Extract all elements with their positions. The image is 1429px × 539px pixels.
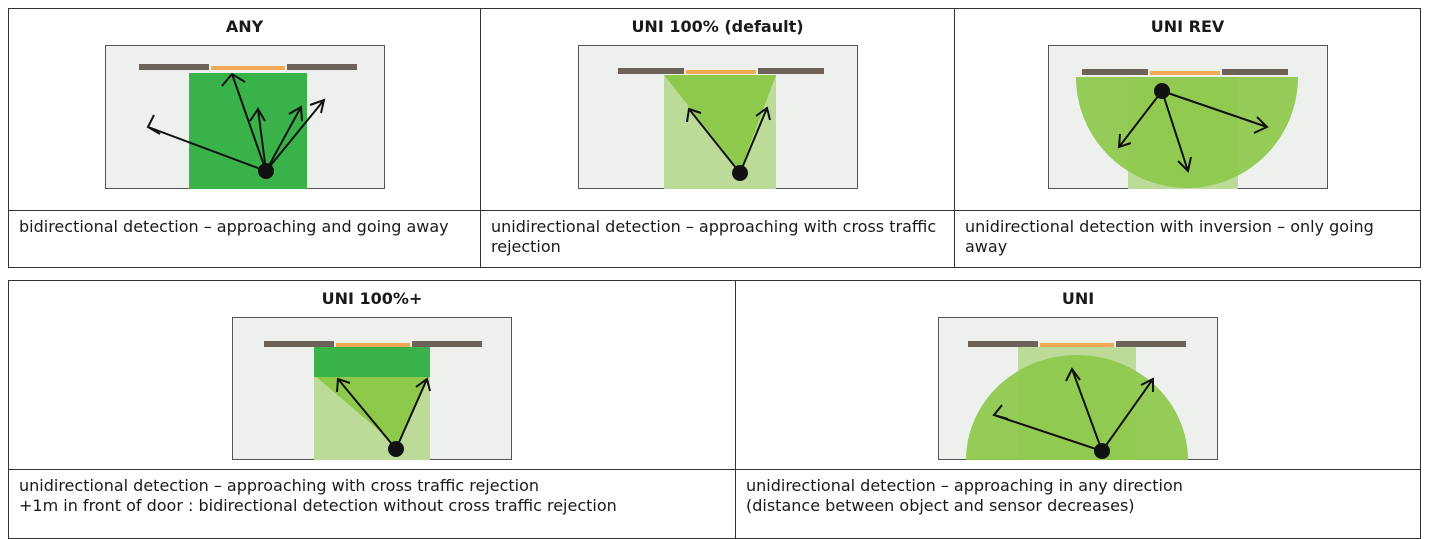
person-marker — [257, 163, 274, 179]
arrow — [264, 98, 325, 172]
detection-diagram-any — [104, 45, 385, 189]
arrow — [992, 404, 1103, 452]
semicircle-field — [1075, 77, 1298, 188]
panel-description: unidirectional detection – approaching i… — [736, 469, 1420, 538]
panel-description: unidirectional detection – approaching w… — [9, 469, 735, 538]
diagram-container — [481, 45, 954, 210]
cone-field — [314, 375, 430, 445]
panel-description: bidirectional detection – approaching an… — [9, 210, 480, 267]
wall-right — [286, 64, 357, 70]
description-line: unidirectional detection – approaching i… — [746, 476, 1183, 495]
person-marker — [1094, 443, 1110, 459]
person-marker — [1153, 83, 1170, 99]
arrow — [1065, 367, 1103, 452]
description-line: +1m in front of door : bidirectional det… — [19, 496, 617, 515]
diagram-container — [736, 317, 1420, 469]
arrow — [685, 107, 741, 174]
panel-description: unidirectional detection – approaching w… — [481, 210, 954, 267]
panel-title: UNI REV — [1150, 17, 1225, 36]
door — [336, 343, 410, 347]
wall-left — [1081, 69, 1148, 75]
panel-title: UNI 100% (default) — [631, 17, 804, 36]
wall-left — [264, 341, 334, 347]
detection-field — [188, 73, 307, 189]
wall-right — [757, 68, 824, 74]
panel-any: ANY bidirectional detection – approachin… — [9, 9, 481, 267]
description-line: unidirectional detection – approaching w… — [19, 476, 540, 495]
door — [210, 66, 285, 70]
arrow — [1160, 90, 1192, 174]
wall-right — [1116, 341, 1186, 347]
semicircle-field — [966, 355, 1188, 460]
panel-title: ANY — [225, 17, 264, 36]
top-row: ANY bidirectional detection – approachin… — [8, 8, 1421, 268]
detection-diagram-uni100 — [577, 45, 858, 189]
person-marker — [731, 165, 748, 181]
detection-diagram-unirev — [1047, 45, 1328, 189]
panel-title: UNI 100%+ — [321, 289, 423, 308]
panel-title: UNI — [1061, 289, 1095, 308]
motion-arrows — [1117, 90, 1269, 174]
wall-right — [1221, 69, 1288, 75]
diagram-container — [955, 45, 1420, 210]
wall-left — [617, 68, 684, 74]
arrow — [738, 106, 771, 174]
panel-uni-100-plus: UNI 100%+ unidirectional detection – app… — [9, 281, 736, 538]
arrow — [220, 72, 267, 172]
panel-uni-100-default: UNI 100% (default) unidirectional detect… — [481, 9, 955, 267]
person-marker — [388, 441, 404, 457]
detection-diagram-uni — [938, 317, 1218, 460]
motion-arrows — [685, 106, 771, 174]
motion-arrows — [992, 367, 1154, 452]
diagram-container — [9, 45, 480, 210]
door — [1040, 343, 1114, 347]
panel-uni: UNI unidirectional detection – approachi… — [736, 281, 1420, 538]
motion-arrows — [336, 377, 431, 450]
door — [685, 70, 756, 74]
panel-uni-rev: UNI REV unidirectional detection with in… — [955, 9, 1420, 267]
wall-right — [412, 341, 482, 347]
description-line: (distance between object and sensor decr… — [746, 496, 1135, 515]
arrow — [264, 105, 303, 172]
panel-description: unidirectional detection with inversion … — [955, 210, 1420, 267]
wall-left — [968, 341, 1038, 347]
arrow — [336, 377, 397, 450]
near-door-field — [314, 347, 430, 377]
arrow — [146, 114, 266, 172]
door — [1149, 71, 1220, 75]
arrow — [1101, 377, 1154, 452]
diagram-container — [9, 317, 735, 469]
detection-diagram-uni100plus — [232, 317, 512, 460]
arrow — [1161, 90, 1269, 134]
motion-arrows — [146, 72, 325, 172]
arrow — [248, 107, 267, 172]
wall-left — [138, 64, 209, 70]
cone-field — [663, 75, 776, 171]
bottom-row: UNI 100%+ unidirectional detection – app… — [8, 280, 1421, 539]
arrow — [1117, 90, 1163, 149]
arrow — [395, 377, 431, 450]
